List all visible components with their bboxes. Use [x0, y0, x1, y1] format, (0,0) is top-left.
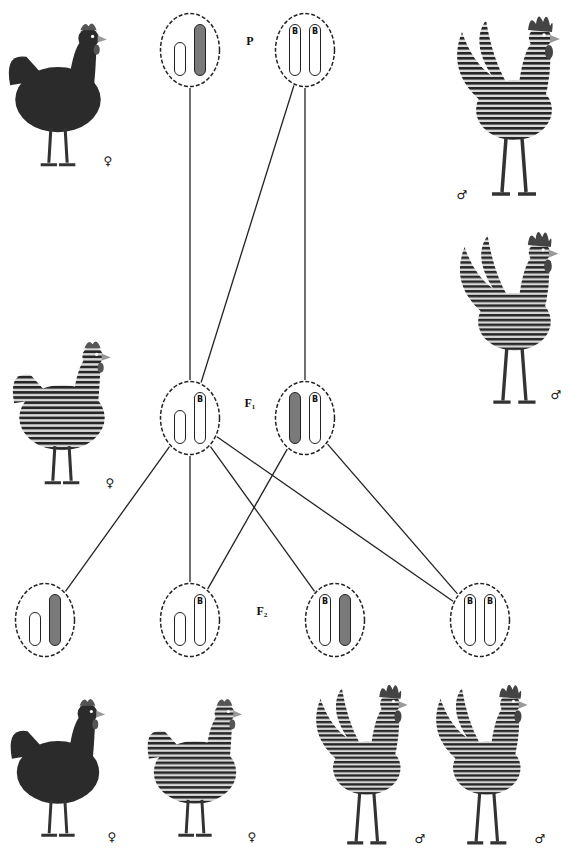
- cell-ellipse: [451, 584, 510, 657]
- chromosome-circle: B: [304, 582, 366, 658]
- cell-outline: [274, 12, 336, 88]
- z-chromosome: B: [289, 24, 301, 76]
- chromosome-circle: B: [159, 582, 221, 658]
- z-chromosome: [339, 594, 351, 646]
- f2-hen-barred: [148, 699, 242, 835]
- generation-label: P: [244, 35, 255, 48]
- sex-symbol: ♀: [246, 831, 259, 844]
- w-chromosome: [174, 410, 186, 444]
- descent-line: [208, 449, 288, 589]
- z-chromosome: B: [194, 392, 206, 444]
- gene-letter: B: [290, 27, 300, 37]
- cell-outline: [159, 582, 221, 658]
- descent-line: [328, 444, 458, 594]
- sex-symbol: ♀: [104, 477, 117, 490]
- sex-symbol: ♂: [533, 833, 548, 846]
- cell-ellipse: [161, 584, 220, 657]
- f2-rooster-2: [436, 685, 528, 843]
- chromosome-circle: BB: [449, 582, 511, 658]
- gene-letter: B: [465, 597, 475, 607]
- w-chromosome: [174, 42, 186, 76]
- f2-hen-dark: [11, 699, 105, 835]
- generation-label: F₁: [243, 397, 258, 410]
- z-chromosome: B: [319, 594, 331, 646]
- sex-symbol: ♂: [549, 389, 564, 402]
- z-chromosome: B: [309, 24, 321, 76]
- cell-outline: [159, 12, 221, 88]
- gene-letter: B: [485, 597, 495, 607]
- cell-outline: [274, 380, 336, 456]
- f2-rooster-1: [316, 685, 408, 843]
- chromosome-circle: [14, 582, 76, 658]
- descent-line: [201, 85, 294, 382]
- f1-rooster: [460, 232, 559, 402]
- z-chromosome: [194, 24, 206, 76]
- generation-label: F₂: [255, 605, 270, 618]
- z-chromosome: B: [484, 594, 496, 646]
- sex-symbol: ♂: [413, 833, 428, 846]
- gene-letter: B: [195, 395, 205, 405]
- gene-letter: B: [320, 597, 330, 607]
- descent-line: [65, 447, 169, 592]
- cell-ellipse: [276, 14, 335, 87]
- descent-line: [304, 88, 305, 380]
- chromosome-circle: B: [159, 380, 221, 456]
- z-chromosome: [49, 594, 61, 646]
- cell-outline: [14, 582, 76, 658]
- cell-ellipse: [276, 382, 335, 455]
- p-hen: [9, 24, 107, 165]
- w-chromosome: [29, 612, 41, 646]
- chromosome-circle: [159, 12, 221, 88]
- chromosome-circle: B: [274, 380, 336, 456]
- cell-outline: [304, 582, 366, 658]
- cell-outline: [159, 380, 221, 456]
- f1-hen: [13, 342, 111, 483]
- z-chromosome: B: [309, 392, 321, 444]
- gene-letter: B: [310, 395, 320, 405]
- sex-symbol: ♀: [106, 831, 119, 844]
- z-chromosome: [289, 392, 301, 444]
- gene-letter: B: [310, 27, 320, 37]
- sex-symbol: ♂: [455, 189, 470, 202]
- cell-ellipse: [16, 584, 75, 657]
- z-chromosome: B: [194, 594, 206, 646]
- cell-outline: [449, 582, 511, 658]
- z-chromosome: B: [464, 594, 476, 646]
- cell-ellipse: [161, 14, 220, 87]
- gene-letter: B: [195, 597, 205, 607]
- w-chromosome: [174, 612, 186, 646]
- descent-line: [189, 88, 190, 380]
- cell-ellipse: [161, 382, 220, 455]
- sex-symbol: ♀: [102, 155, 115, 168]
- descent-line: [217, 437, 453, 601]
- p-rooster: [457, 16, 560, 194]
- descent-line: [189, 456, 190, 582]
- cell-ellipse: [306, 584, 365, 657]
- chromosome-circle: BB: [274, 12, 336, 88]
